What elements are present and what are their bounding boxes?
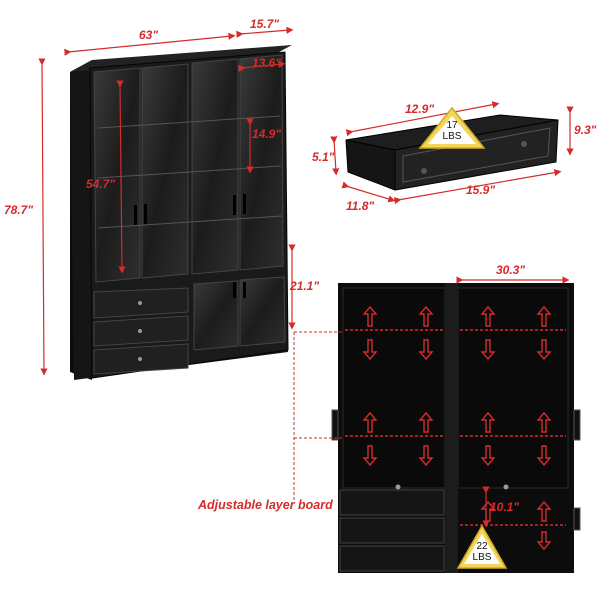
drawer-load-text: 17 LBS [437,120,467,142]
cabinet-interior-view [331,283,581,573]
height-label: 78.7" [4,203,34,217]
depth-label: 15.7" [250,17,280,31]
drawer-load-unit: LBS [442,130,462,142]
drawer-height-label: 9.3" [574,123,597,137]
lower-cabinet-height-label: 21.1" [290,279,320,293]
drawer-width-label: 15.9" [466,183,496,197]
base-load-text: 22 LBS [467,541,497,563]
drawer-load-value: 17 [446,120,458,131]
interior-width-label: 30.3" [496,263,526,277]
shelf-gap-label: 14.9" [252,127,282,141]
inner-depth-label: 13.6" [252,56,282,70]
base-load-value: 22 [476,541,488,552]
drawer-inner-width-label: 12.9" [405,102,435,116]
cabinet-dimension-lines [38,26,296,376]
adjustable-shelf-caption: Adjustable layer board [198,498,333,512]
drawer-gap-label: 10.1" [490,500,520,514]
door-height-label: 54.7" [86,177,116,191]
lower-drawers [93,287,189,375]
drawer-dimension-lines [330,101,574,205]
drawer-inner-height-label: 5.1" [312,150,335,164]
cabinet-front-view [70,45,292,380]
width-label: 63" [139,28,159,42]
lower-glass-doors [193,276,286,351]
interior-dimension-lines [456,276,570,528]
caption-leader-lines [293,331,344,500]
upper-glass-doors [93,54,284,283]
base-load-unit: LBS [472,551,492,563]
drawer-depth-label: 11.8" [346,199,375,213]
